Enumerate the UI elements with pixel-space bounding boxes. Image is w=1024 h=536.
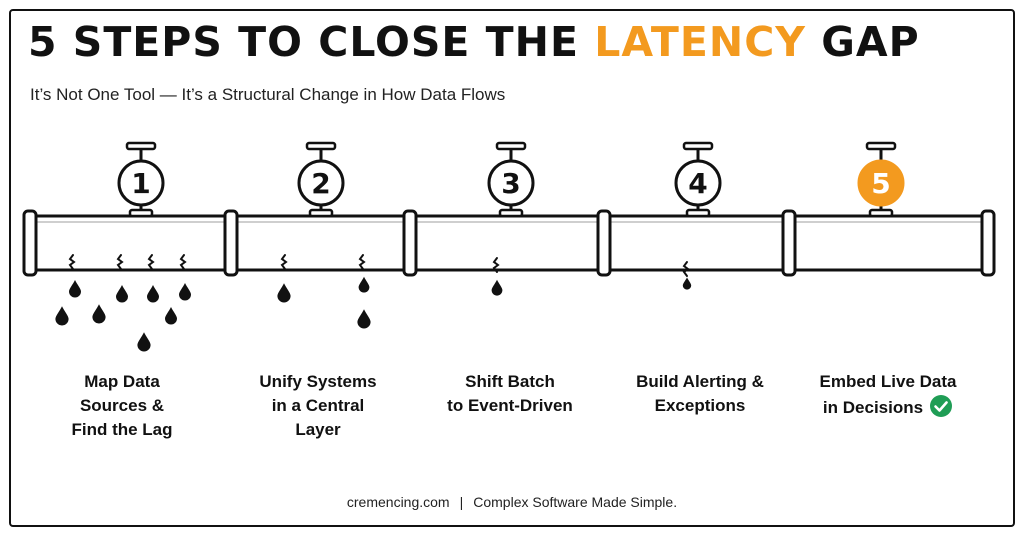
valve-handle	[305, 141, 337, 151]
pipeline-diagram: 1 2 3 4 5	[22, 141, 996, 352]
pipe-crack	[147, 254, 155, 270]
step-gauge-1	[117, 159, 165, 207]
valve-base	[128, 208, 154, 218]
step-number-4: 4	[688, 167, 707, 200]
step-label-text: Build Alerting & Exceptions	[636, 372, 764, 415]
pipe-crack	[179, 254, 187, 270]
pipe-crack	[68, 254, 76, 270]
pipe-joint	[402, 209, 418, 277]
step-gauge-5	[857, 159, 905, 207]
check-circle-icon	[930, 395, 953, 417]
pipe-joint	[223, 209, 239, 277]
title-suffix: GAP	[821, 18, 920, 66]
pipe-crack	[682, 261, 690, 277]
leak-drop	[491, 279, 503, 296]
leak-drop	[179, 283, 191, 301]
step-label-text: Map Data Sources & Find the Lag	[71, 372, 173, 439]
leak-drop	[165, 307, 177, 325]
step-label-1: Map Data Sources & Find the Lag	[32, 370, 212, 442]
valve-base	[868, 208, 894, 218]
leak-drop	[357, 309, 371, 329]
title-highlight: LATENCY	[594, 18, 806, 66]
step-label-text: Unify Systems in a Central Layer	[259, 372, 377, 439]
leak-drop	[92, 304, 106, 324]
step-label-2: Unify Systems in a Central Layer	[228, 370, 408, 442]
leak-drop	[69, 280, 81, 298]
pipe-body	[28, 214, 996, 272]
pipe-joint	[781, 209, 797, 277]
valve-handle	[495, 141, 527, 151]
leak-drop	[137, 332, 151, 352]
page-title: 5 STEPS TO CLOSE THE LATENCY GAP	[28, 22, 920, 63]
page-subtitle: It’s Not One Tool — It’s a Structural Ch…	[30, 85, 506, 104]
step-label-3: Shift Batch to Event-Driven	[420, 370, 600, 418]
step-number-3: 3	[501, 167, 520, 200]
pipe-crack	[358, 254, 366, 270]
pipe-crack	[280, 254, 288, 270]
leak-drop	[682, 277, 692, 290]
pipe-joint	[596, 209, 612, 277]
step-label-text: Embed Live Data in Decisions	[819, 372, 957, 417]
leak-drop	[55, 306, 69, 326]
valve-base	[498, 208, 524, 218]
pipe-joint	[980, 209, 996, 277]
title-prefix: 5 STEPS TO CLOSE THE	[28, 18, 579, 66]
valve-base	[308, 208, 334, 218]
step-label-4: Build Alerting & Exceptions	[610, 370, 790, 418]
step-number-1: 1	[131, 167, 150, 200]
step-number-2: 2	[311, 167, 330, 200]
step-gauge-4	[674, 159, 722, 207]
leak-drop	[147, 285, 159, 303]
footer-site: cremencing.com	[346, 494, 450, 510]
step-labels: Map Data Sources & Find the Lag Unify Sy…	[0, 370, 1024, 450]
footer-tagline: Complex Software Made Simple.	[473, 494, 678, 510]
pipe-joint	[22, 209, 38, 277]
pipe-crack	[116, 254, 124, 270]
valve-handle	[682, 141, 714, 151]
step-label-text: Shift Batch to Event-Driven	[447, 372, 573, 415]
valve-handle	[865, 141, 897, 151]
leak-drop	[277, 283, 291, 303]
leak-drop	[116, 285, 128, 303]
step-number-5: 5	[871, 167, 890, 200]
footer: cremencing.com | Complex Software Made Sim…	[0, 494, 1024, 510]
step-gauge-3	[487, 159, 535, 207]
step-gauge-2	[297, 159, 345, 207]
leak-drop	[358, 276, 370, 293]
valve-handle	[125, 141, 157, 151]
valve-base	[685, 208, 711, 218]
footer-separator: |	[459, 494, 464, 510]
pipe-crack	[492, 257, 500, 273]
step-label-5: Embed Live Data in Decisions	[798, 370, 978, 420]
